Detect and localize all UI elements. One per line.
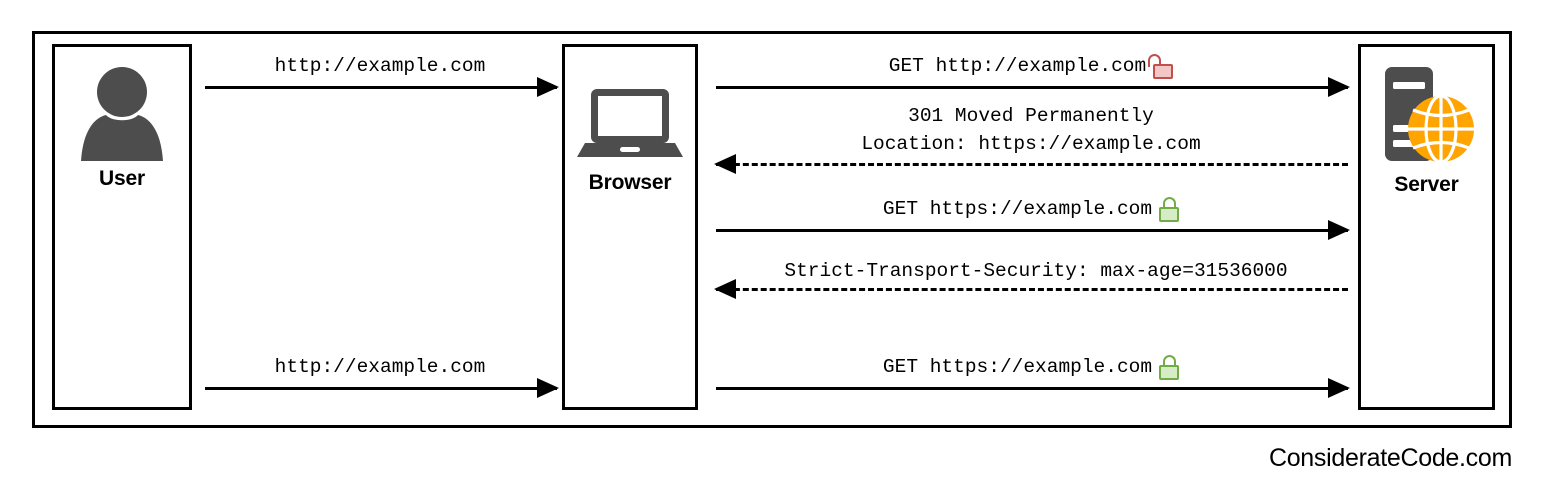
- lock-closed-icon: [1159, 196, 1180, 222]
- message-label-m1: http://example.com: [274, 55, 486, 77]
- lock-closed-icon: [1159, 354, 1180, 380]
- arrowhead-right-icon: [537, 378, 559, 398]
- message-line: [716, 229, 1348, 232]
- message-label-m4: GET https://example.com: [716, 195, 1346, 223]
- arrowhead-left-icon: [714, 154, 736, 174]
- arrowhead-right-icon: [1328, 378, 1350, 398]
- arrowhead-right-icon: [1328, 77, 1350, 97]
- actor-browser: Browser: [562, 44, 698, 410]
- lock-open-icon: [1148, 53, 1174, 79]
- laptop-icon: [577, 73, 683, 161]
- message-label-m5: Strict-Transport-Security: max-age=31536…: [784, 260, 1288, 282]
- message-line: [716, 387, 1348, 390]
- message-label-m3: 301 Moved Permanently Location: https://…: [861, 105, 1201, 155]
- message-line: [205, 387, 557, 390]
- actor-server-label: Server: [1394, 173, 1459, 196]
- arrowhead-right-icon: [537, 77, 559, 97]
- message-line: [716, 288, 1348, 291]
- actor-user: User: [52, 44, 192, 410]
- actor-server: Server: [1358, 44, 1495, 410]
- server-globe-icon: [1375, 63, 1479, 165]
- message-label-m6: http://example.com: [274, 356, 486, 378]
- message-label-m2: GET http://example.com: [716, 52, 1346, 80]
- footer-attribution: ConsiderateCode.com: [1268, 444, 1512, 472]
- actor-user-label: User: [99, 167, 145, 190]
- arrowhead-right-icon: [1328, 220, 1350, 240]
- user-icon: [76, 65, 168, 161]
- message-line: [205, 86, 557, 89]
- message-line: [716, 86, 1348, 89]
- message-line: [716, 163, 1348, 166]
- actor-browser-label: Browser: [588, 171, 672, 194]
- message-label-m7: GET https://example.com: [716, 353, 1346, 381]
- arrowhead-left-icon: [714, 279, 736, 299]
